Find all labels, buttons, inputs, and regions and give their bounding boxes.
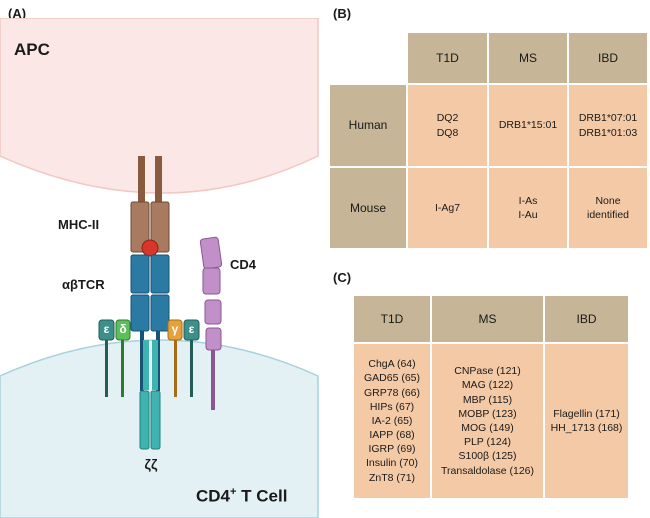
list-item: Transaldolase (126) [441, 464, 534, 477]
cd3-epsilon-right-label: ε [188, 322, 195, 336]
cd3-epsilon-left-label: ε [103, 322, 110, 336]
table-c-t1d-list: ChgA (64) GAD65 (65) GRP78 (66) HIPs (67… [354, 344, 430, 498]
t-cell-label-rest: T Cell [236, 486, 288, 506]
table-b-mouse-ibd: None identified [569, 168, 647, 248]
table-b-human-ibd: DRB1*07:01 DRB1*01:03 [569, 85, 647, 166]
alpha-beta-tcr [130, 254, 170, 391]
table-c-ms-list: CNPase (121) MAG (122) MBP (115) MOBP (1… [432, 344, 543, 498]
table-b-human-ms: DRB1*15:01 [489, 85, 567, 166]
zeta-chains [139, 340, 161, 450]
list-item: ZnT8 (71) [368, 471, 416, 484]
list-item: S100β (125) [458, 450, 517, 463]
table-c-col-t1d: T1D [354, 296, 430, 342]
list-item: ChgA (64) [368, 358, 416, 371]
list-item: MAG (122) [461, 379, 514, 392]
tcr-label: αβTCR [62, 277, 105, 292]
list-item: IGRP (69) [368, 443, 416, 456]
cd3-delta [115, 319, 131, 397]
table-c-col-ibd: IBD [545, 296, 628, 342]
cd3-epsilon-right [183, 319, 200, 397]
t-cell-label-sup: + [230, 486, 237, 498]
table-c-col-ms: MS [432, 296, 543, 342]
apc-label: APC [14, 40, 50, 59]
list-item: Flagellin (171) [553, 407, 620, 420]
table-b-col-t1d: T1D [408, 33, 487, 83]
cd4-molecule [199, 236, 223, 410]
list-item: GRP78 (66) [363, 386, 421, 399]
table-c-ibd-list: Flagellin (171) HH_1713 (168) [545, 344, 628, 498]
table-b-col-ms: MS [489, 33, 567, 83]
table-b-row-mouse: Mouse [330, 168, 406, 248]
list-item: IA-2 (65) [371, 414, 413, 427]
table-b-mouse-ms: I-As I-Au [489, 168, 567, 248]
list-item: HIPs (67) [369, 400, 415, 413]
list-item: GAD65 (65) [363, 372, 421, 385]
list-item: Insulin (70) [366, 457, 418, 470]
peptide-antigen [141, 239, 159, 257]
mhc-ii-label: MHC-II [58, 217, 100, 232]
cd4-label: CD4 [230, 257, 257, 272]
list-item: MOG (149) [461, 422, 514, 434]
list-item: IAPP (68) [369, 429, 415, 442]
t-cell-label-main: CD4 [196, 486, 231, 506]
table-b-mouse-t1d: I-Ag7 [408, 168, 487, 248]
list-item: MOBP (123) [458, 407, 517, 420]
table-b-human-t1d: DQ2 DQ8 [408, 85, 487, 166]
apc-cell [0, 18, 319, 194]
tcr-mhc-diagram [0, 18, 319, 518]
cd3-gamma-label: γ [171, 322, 179, 336]
panel-b-label: (B) [333, 6, 352, 21]
table-b-row-human: Human [330, 85, 406, 166]
panel-c-label: (C) [333, 270, 352, 285]
list-item: HH_1713 (168) [550, 422, 623, 434]
table-b-col-ibd: IBD [569, 33, 647, 83]
zeta-label: ζζ [144, 456, 158, 472]
cd3-delta-label: δ [119, 322, 127, 336]
list-item: CNPase (121) [454, 365, 521, 378]
t-cell-label: CD4+ T Cell [196, 486, 287, 507]
mhc-ii-molecule [130, 156, 170, 257]
list-item: MBP (115) [462, 393, 513, 406]
cd3-gamma [167, 319, 183, 397]
cd3-epsilon-left [98, 319, 115, 397]
list-item: PLP (124) [463, 436, 512, 449]
